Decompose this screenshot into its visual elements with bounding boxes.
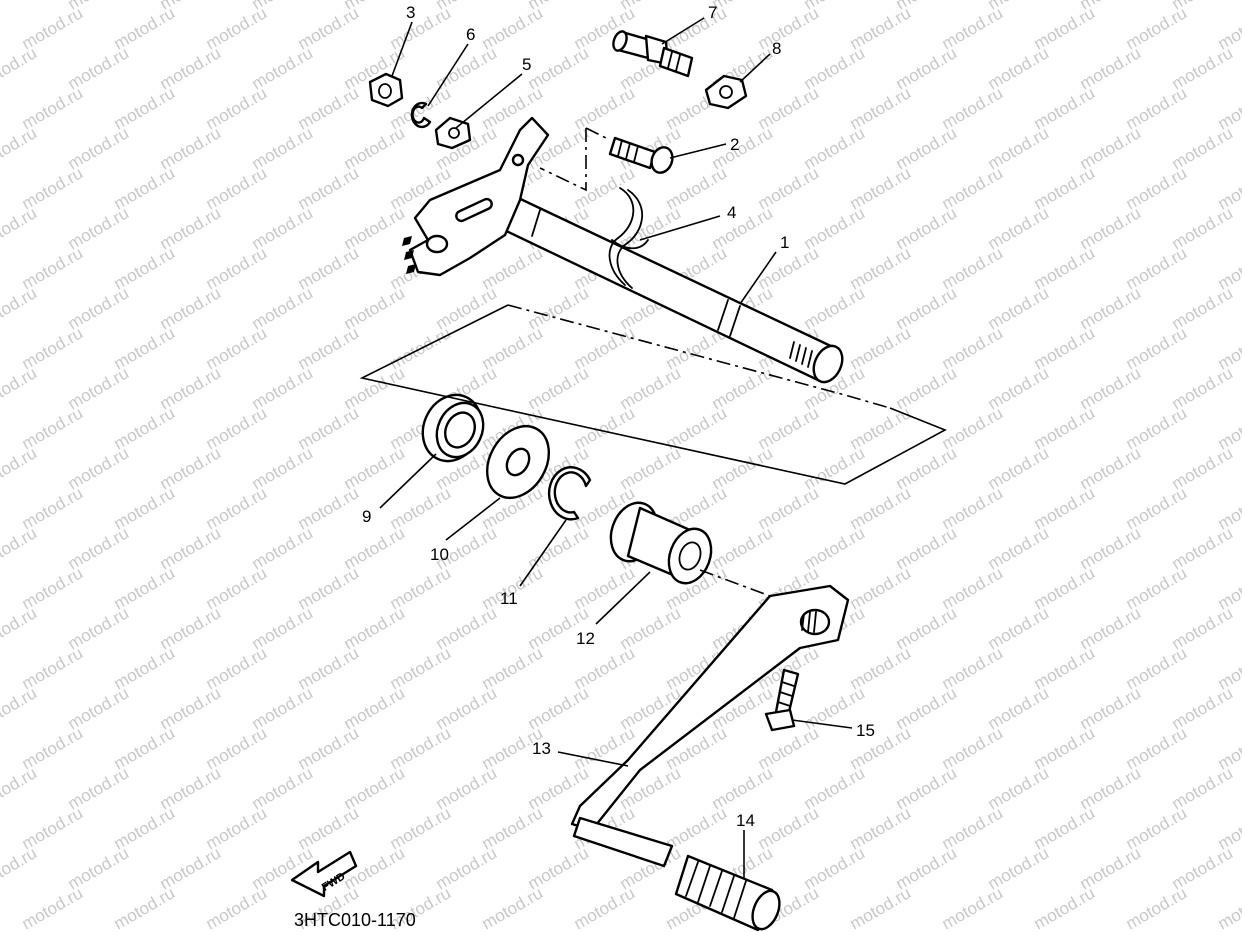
callout-4: 4 bbox=[727, 203, 736, 222]
watermark-text: motod.ru bbox=[0, 283, 40, 333]
watermark-text: motod.ru bbox=[19, 883, 87, 932]
watermark-text: motod.ru bbox=[1215, 563, 1242, 613]
callout-10: 10 bbox=[430, 545, 449, 564]
watermark-text: motod.ru bbox=[1123, 883, 1191, 932]
lock-washer-part-8 bbox=[704, 74, 748, 110]
watermark-text: motod.ru bbox=[1215, 83, 1242, 133]
watermark-text: motod.ru bbox=[0, 123, 40, 173]
oil-seal-part-9 bbox=[421, 393, 485, 463]
watermark-text: motod.ru bbox=[479, 883, 547, 932]
watermark-text: motod.ru bbox=[0, 763, 40, 813]
watermark-text: motod.ru bbox=[1215, 803, 1242, 853]
shift-shaft-part bbox=[402, 116, 844, 384]
watermark-text: motod.ru bbox=[0, 683, 40, 733]
watermark-text: motod.ru bbox=[1215, 163, 1242, 213]
footpeg-rubber-part-14 bbox=[674, 854, 781, 932]
spring-clip-part-4 bbox=[608, 187, 649, 289]
alignment-lines bbox=[359, 127, 947, 597]
watermark-text: motod.ru bbox=[0, 0, 40, 13]
callout-5: 5 bbox=[522, 55, 531, 74]
callout-9: 9 bbox=[362, 507, 371, 526]
watermark-text: motod.ru bbox=[1215, 3, 1242, 53]
watermark-text: motod.ru bbox=[571, 883, 639, 932]
callout-6: 6 bbox=[466, 25, 475, 44]
callout-13: 13 bbox=[532, 739, 551, 758]
nut-part-3 bbox=[368, 72, 404, 108]
callout-11: 11 bbox=[500, 589, 518, 608]
plate-part-5 bbox=[434, 116, 472, 150]
callout-1: 1 bbox=[780, 233, 789, 252]
watermark-text: motod.ru bbox=[1215, 643, 1242, 693]
watermark-text: motod.ru bbox=[1031, 883, 1099, 932]
watermark-text: motod.ru bbox=[939, 883, 1007, 932]
callout-14: 14 bbox=[736, 811, 755, 830]
callout-7: 7 bbox=[708, 3, 717, 22]
callout-2: 2 bbox=[730, 135, 739, 154]
watermark-text: motod.ru bbox=[1215, 883, 1242, 932]
watermark-text: motod.ru bbox=[0, 43, 40, 93]
callout-12: 12 bbox=[576, 629, 595, 648]
watermark-text: motod.ru bbox=[0, 843, 40, 893]
watermark-text: motod.ru bbox=[0, 523, 40, 573]
watermark-text: motod.ru bbox=[0, 603, 40, 653]
diagram-code: 3HTC010-1170 bbox=[294, 910, 416, 930]
watermark-text: motod.ru bbox=[203, 883, 271, 932]
watermark-text: motod.ru bbox=[1215, 723, 1242, 773]
washer-part-10 bbox=[485, 425, 551, 499]
watermark-text: motod.ru bbox=[0, 203, 40, 253]
callout-8: 8 bbox=[772, 39, 781, 58]
watermark-text: motod.ru bbox=[1215, 483, 1242, 533]
watermark-text: motod.ru bbox=[847, 883, 915, 932]
watermark-text: motod.ru bbox=[1215, 403, 1242, 453]
callout-3: 3 bbox=[406, 3, 415, 22]
shift-pedal-part-13 bbox=[570, 584, 850, 868]
watermark-text: motod.ru bbox=[111, 883, 179, 932]
callout-labels: 3 6 5 7 8 2 4 1 9 10 11 12 13 14 15 bbox=[362, 3, 875, 830]
circlip-part-11 bbox=[547, 466, 592, 521]
leader-lines bbox=[379, 17, 853, 878]
circlip-part-6 bbox=[410, 101, 432, 129]
bolt-part-2 bbox=[608, 136, 674, 174]
callout-15: 15 bbox=[856, 721, 875, 740]
watermark-text: motod.ru bbox=[1215, 243, 1242, 293]
watermark-text: motod.ru bbox=[1215, 323, 1242, 373]
pinch-bolt-part-15 bbox=[764, 668, 800, 732]
watermark-text: motod.ru bbox=[0, 363, 40, 413]
watermark-text: motod.ru bbox=[0, 443, 40, 493]
